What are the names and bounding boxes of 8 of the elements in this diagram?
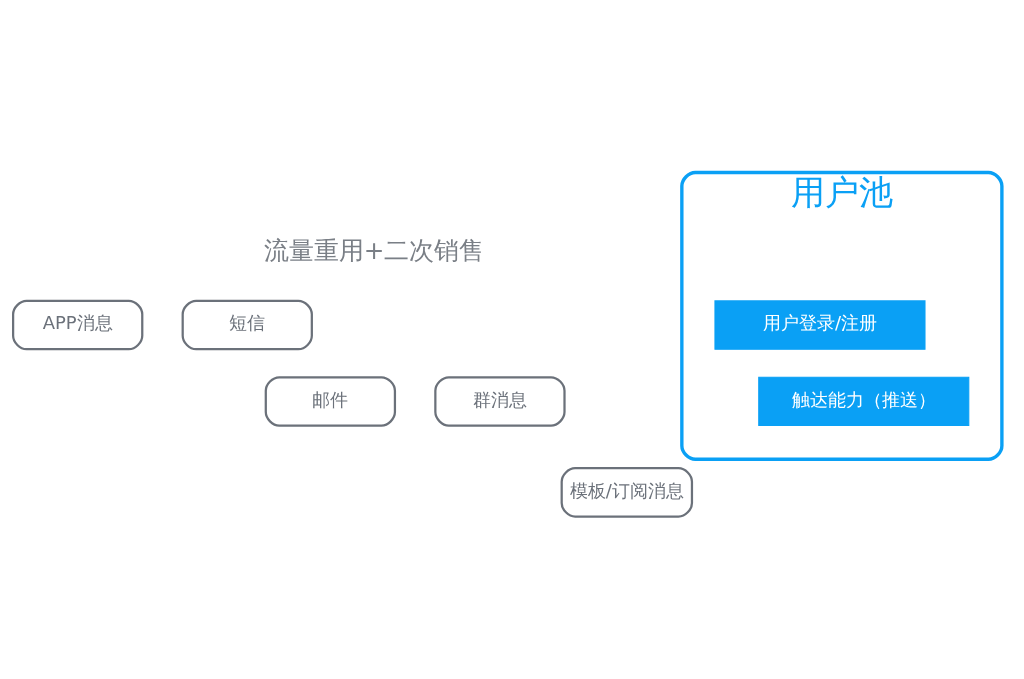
node-box: 群消息 [434,375,566,427]
node-box: 邮件 [264,375,397,427]
label: 流量重用+二次销售 [263,235,485,265]
node-box: 模板/订阅消息 [560,466,694,518]
node-box: 用户登录/注册 [714,299,926,350]
node-box: 触达能力（推送） [758,376,970,426]
node-box: 短信 [181,299,313,350]
node-box: APP消息 [12,299,144,350]
